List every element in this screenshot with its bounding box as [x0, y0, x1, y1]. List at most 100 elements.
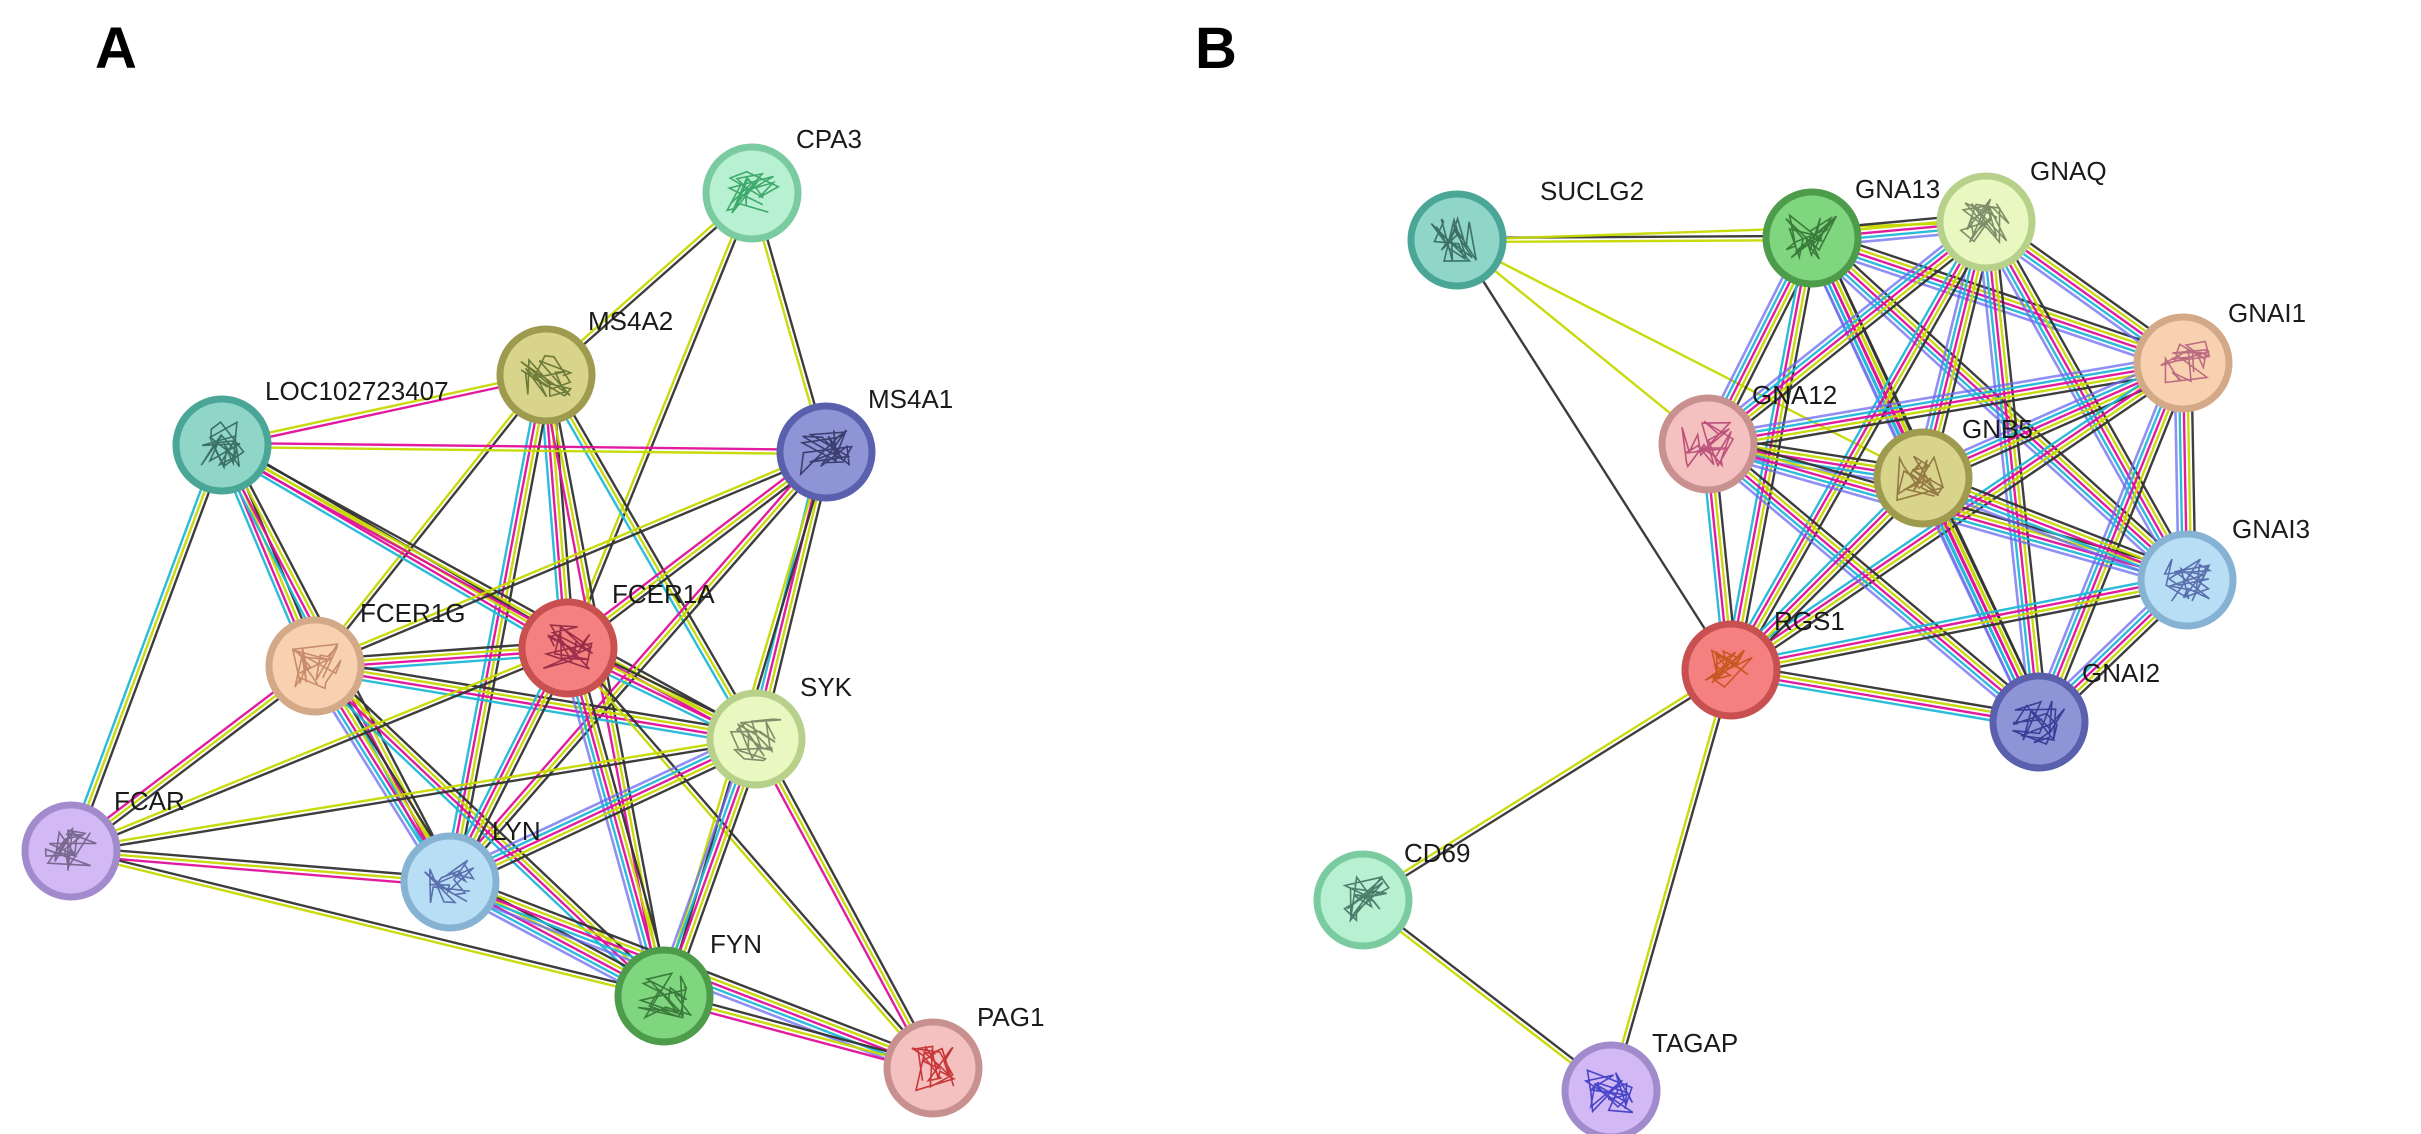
node-label: CPA3 — [796, 124, 862, 154]
node-rgs1[interactable]: RGS1 — [1681, 606, 1845, 720]
edge-evidence-blue — [1706, 353, 2182, 437]
edge-evidence-cyan — [1810, 240, 2183, 369]
node-gnb5[interactable]: GNB5 — [1873, 414, 2033, 528]
edge-evidence-dark — [569, 454, 830, 653]
edge-rgs1-tagap — [1607, 669, 1735, 1092]
protein-structure-icon — [2163, 558, 2213, 602]
edge-fcar-fyn — [70, 847, 665, 1000]
edge-evidence-dark — [1455, 239, 1733, 671]
node-tagap[interactable]: TAGAP — [1561, 1028, 1738, 1134]
protein-structure-icon — [1704, 649, 1753, 689]
node-circle — [2133, 313, 2233, 413]
edge-ms4a2-fcer1g — [312, 372, 549, 669]
edge-evidence-lime — [1731, 222, 1989, 672]
edge-syk-pag1 — [751, 736, 938, 1071]
protein-structure-icon — [1583, 1068, 1634, 1114]
node-circle — [1407, 190, 1507, 290]
edge-evidence-magenta — [314, 666, 756, 743]
node-gnaq[interactable]: GNAQ — [1936, 156, 2107, 272]
node-cpa3[interactable]: CPA3 — [702, 124, 862, 243]
node-loc102723407[interactable]: LOC102723407 — [172, 376, 449, 495]
edge-evidence-dark — [315, 375, 549, 669]
edge-evidence-lime — [449, 451, 827, 883]
edge-evidence-blue — [1701, 214, 1982, 439]
protein-structure-icon — [2160, 340, 2211, 384]
node-label: MS4A1 — [868, 384, 953, 414]
edge-evidence-dark — [1712, 227, 1992, 452]
edge-evidence-dark — [452, 454, 831, 886]
panel-a-edges — [65, 190, 938, 1078]
edge-evidence-blue — [445, 730, 753, 876]
edge-evidence-lime — [70, 849, 451, 884]
edge-evidence-dark — [1709, 370, 2185, 454]
protein-structure-icon — [1785, 213, 1838, 261]
node-lyn[interactable]: LYN — [400, 816, 541, 932]
node-gnai2[interactable]: GNAI2 — [1989, 658, 2160, 772]
node-circle — [706, 689, 806, 789]
node-label: GNA12 — [1752, 380, 1837, 410]
node-ms4a2[interactable]: MS4A2 — [496, 306, 673, 425]
node-label: GNAQ — [2030, 156, 2107, 186]
edge-evidence-cyan — [1707, 357, 2183, 442]
node-fcer1a[interactable]: FCER1A — [518, 579, 715, 698]
edge-evidence-lime — [313, 448, 826, 666]
node-label: GNB5 — [1962, 414, 2033, 444]
edge-fcer1a-fyn — [558, 645, 674, 999]
edge-rgs1-cd69 — [1361, 667, 1733, 903]
protein-structure-icon — [2012, 700, 2066, 746]
node-gna12[interactable]: GNA12 — [1658, 380, 1837, 494]
edge-evidence-dark — [1363, 897, 1614, 1091]
edge-evidence-cyan — [1704, 217, 1985, 442]
panel-a: A CPA3MS4A2MS4A1LOC102723407FCER1GFCER1A… — [21, 16, 1044, 1118]
protein-structure-icon — [1959, 198, 2010, 245]
edge-evidence-lime — [565, 648, 933, 1071]
edge-evidence-lime — [1607, 669, 1731, 1091]
edge-suclg2-gna12 — [1456, 239, 1709, 445]
edge-evidence-magenta — [1728, 220, 1986, 670]
node-gna13[interactable]: GNA13 — [1762, 174, 1940, 288]
node-fcar[interactable]: FCAR — [21, 786, 185, 901]
node-label: FCAR — [114, 786, 185, 816]
node-pag1[interactable]: PAG1 — [883, 1002, 1044, 1118]
node-gnai1[interactable]: GNAI1 — [2133, 298, 2306, 413]
node-cd69[interactable]: CD69 — [1313, 838, 1470, 950]
edge-evidence-lime — [754, 738, 935, 1069]
edge-evidence-cyan — [447, 734, 755, 880]
protein-structure-icon — [1896, 454, 1945, 502]
edge-evidence-dark — [1731, 585, 2189, 678]
edge-evidence-lime — [451, 741, 759, 887]
edge-gnaq-rgs1 — [1724, 218, 1993, 674]
node-fcer1g[interactable]: FCER1G — [265, 598, 465, 716]
node-fyn[interactable]: FYN — [614, 929, 762, 1046]
edge-evidence-dark — [1731, 662, 2041, 717]
edge-evidence-lime — [1456, 238, 1924, 480]
node-label: FCER1G — [360, 598, 465, 628]
node-syk[interactable]: SYK — [706, 672, 853, 789]
edge-suclg2-gnb5 — [1456, 238, 1924, 480]
protein-structure-icon — [637, 972, 693, 1020]
node-label: GNAI2 — [2082, 658, 2160, 688]
node-label: GNAI1 — [2228, 298, 2306, 328]
edge-evidence-dark — [1611, 670, 1735, 1092]
edge-evidence-dark — [71, 847, 665, 996]
node-suclg2[interactable]: SUCLG2 — [1407, 176, 1644, 290]
edge-ms4a1-fcer1a — [564, 447, 830, 653]
edge-evidence-blue — [558, 649, 658, 999]
edge-evidence-lime — [1731, 666, 2040, 722]
edge-evidence-cyan — [1724, 218, 1982, 668]
edge-cd69-tagap — [1360, 897, 1614, 1094]
edge-evidence-dark — [318, 660, 670, 993]
panel-b-edges — [1360, 212, 2197, 1094]
edge-evidence-cyan — [1704, 446, 2038, 727]
node-gnai3[interactable]: GNAI3 — [2137, 514, 2310, 630]
edge-ms4a1-fcer1g — [313, 448, 828, 670]
edge-evidence-lime — [70, 665, 316, 852]
edge-rgs1-gnai2 — [1729, 662, 2041, 730]
edge-ms4a2-loc102723407 — [221, 371, 547, 449]
node-label: LYN — [492, 816, 541, 846]
node-ms4a1[interactable]: MS4A1 — [776, 384, 953, 502]
edge-evidence-lime — [1360, 900, 1611, 1094]
node-circle — [1681, 620, 1781, 720]
